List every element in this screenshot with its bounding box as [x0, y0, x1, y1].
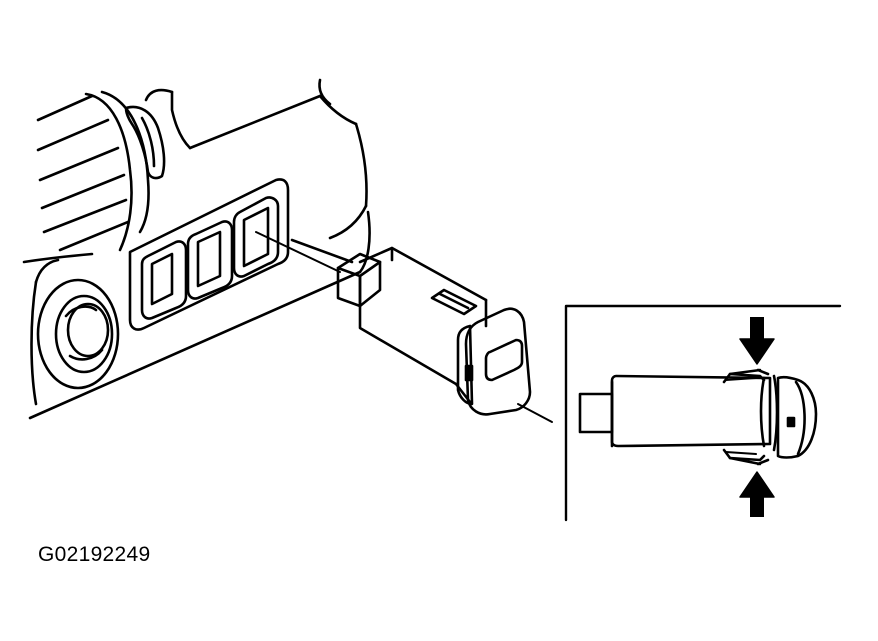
detail-cap: [776, 375, 818, 459]
detail-clip-top: [722, 368, 770, 384]
air-vent-frame: [84, 92, 133, 252]
switch-detail-side-view: [578, 368, 818, 466]
switch-bezel: [128, 178, 290, 331]
retaining-clip-top: [430, 288, 478, 316]
switch-body: [358, 246, 488, 386]
control-knob: [36, 278, 120, 390]
figure-id-label: G02192249: [38, 543, 151, 566]
detail-clip-bottom: [722, 448, 770, 466]
detail-body: [610, 374, 772, 448]
switch-assembly-removed: [336, 246, 532, 416]
vent-wheel: [124, 105, 166, 180]
switch-face: [456, 307, 532, 416]
switch-opening-right: [232, 196, 280, 278]
arrow-down-icon: [739, 317, 775, 365]
dashboard-panel: [22, 78, 371, 420]
arrow-up-icon: [739, 471, 775, 517]
inset-border: [564, 304, 842, 522]
switch-blank-middle: [186, 220, 234, 300]
detail-connector: [578, 392, 614, 434]
switch-blank-left: [140, 240, 188, 320]
leader-line-to-switch: [255, 231, 341, 273]
air-vent-louvers: [36, 94, 130, 252]
detail-inset: [564, 304, 842, 522]
